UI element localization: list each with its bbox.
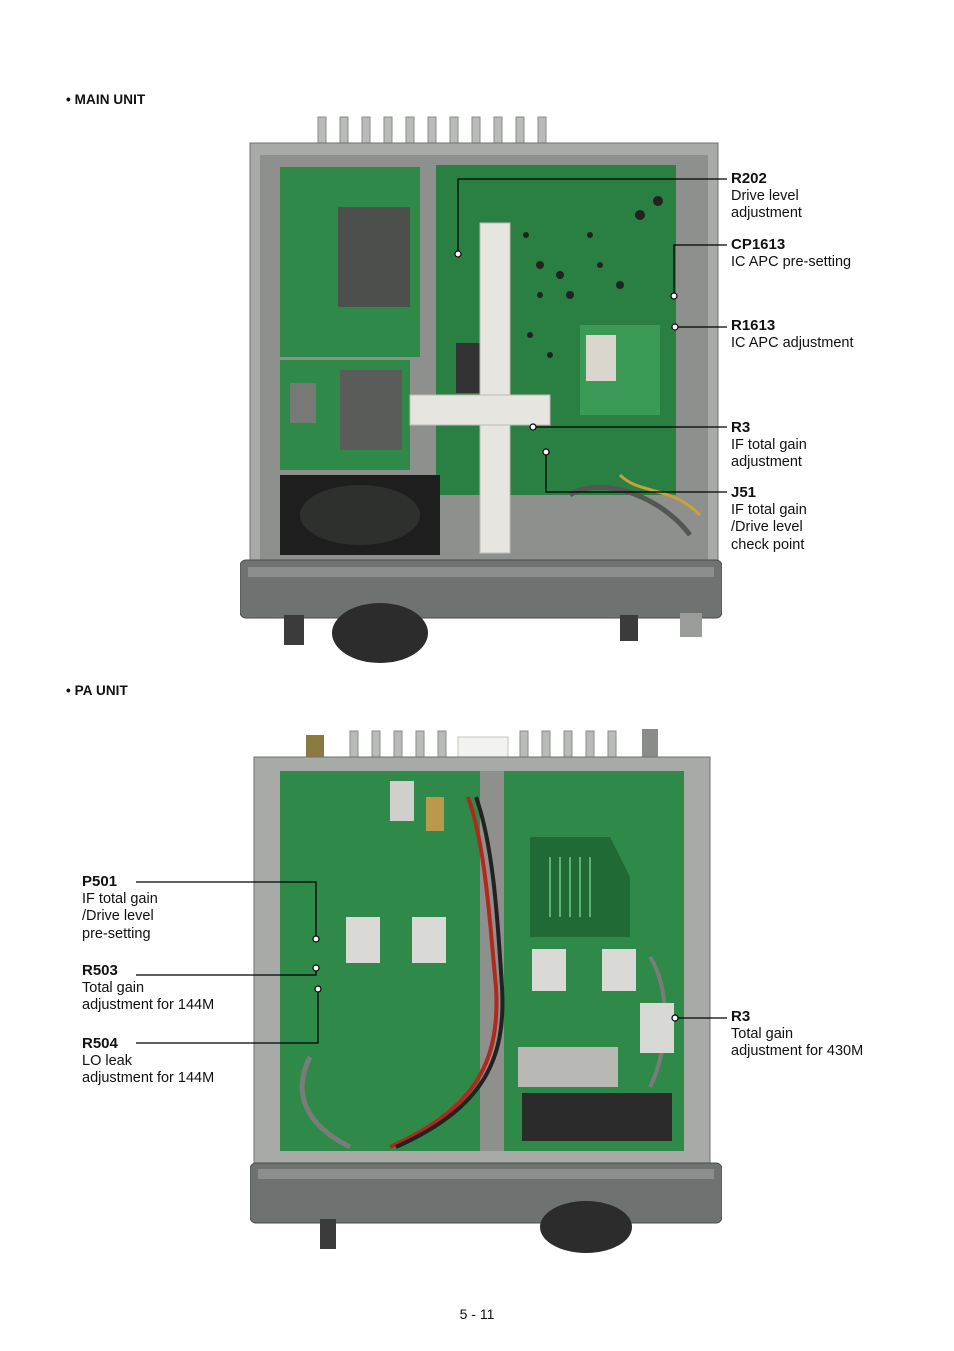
callout-ref: R3	[731, 419, 751, 436]
callout-r503: R503 Total gain adjustment for 144M	[82, 962, 214, 1015]
callout-r504: R504 LO leak adjustment for 144M	[82, 1035, 214, 1088]
callout-cp1613: CP1613 IC APC pre-setting	[731, 236, 851, 271]
callout-ref: CP1613	[731, 236, 786, 253]
callout-desc: IF total gain /Drive level check point	[731, 501, 807, 553]
main-unit-title: • MAIN UNIT	[66, 92, 146, 107]
callout-desc: LO leak adjustment for 144M	[82, 1052, 215, 1087]
callout-desc: Drive level adjustment	[731, 187, 802, 222]
callout-desc: IF total gain /Drive level pre-setting	[82, 890, 158, 942]
callout-r202: R202 Drive level adjustment	[731, 170, 802, 223]
callout-desc: IC APC pre-setting	[731, 253, 852, 270]
callout-ref: R504	[82, 1035, 118, 1052]
pa-unit-title: • PA UNIT	[66, 683, 128, 698]
pa-unit-photo	[250, 729, 722, 1253]
callout-j51: J51 IF total gain /Drive level check poi…	[731, 484, 807, 554]
page-number: 5 - 11	[459, 1306, 495, 1322]
callout-ref: J51	[731, 484, 757, 501]
callout-desc: Total gain adjustment for 144M	[82, 979, 215, 1014]
main-unit-photo	[240, 116, 722, 663]
callout-r1613: R1613 IC APC adjustment	[731, 317, 854, 352]
callout-desc: IF total gain adjustment	[731, 436, 807, 471]
callout-desc: IC APC adjustment	[731, 334, 854, 351]
callout-ref: R202	[731, 170, 767, 187]
callout-ref: R503	[82, 962, 118, 979]
callout-p501: P501 IF total gain /Drive level pre-sett…	[82, 873, 158, 943]
callout-ref: P501	[82, 873, 118, 890]
callout-desc: Total gain adjustment for 430M	[731, 1025, 864, 1060]
callout-r3-pa: R3 Total gain adjustment for 430M	[731, 1008, 863, 1061]
callout-r3-main: R3 IF total gain adjustment	[731, 419, 807, 472]
callout-ref: R3	[731, 1008, 751, 1025]
callout-ref: R1613	[731, 317, 776, 334]
